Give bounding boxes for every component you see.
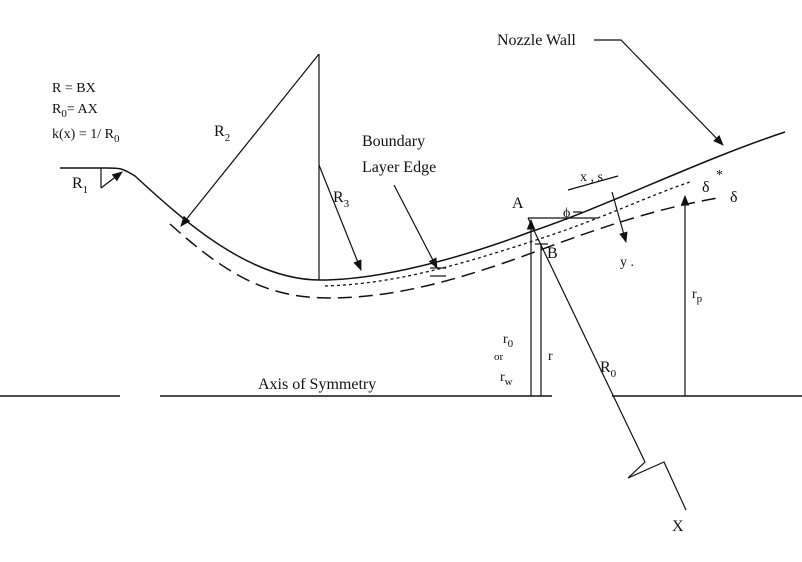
r2-radius-arrow	[180, 53, 320, 227]
x-s-axis-line	[567, 175, 619, 191]
phi-angle-label: ϕ	[563, 206, 570, 221]
y-direction-arrow	[611, 191, 628, 244]
point-x-label: X	[672, 518, 684, 535]
r3-label: R3	[333, 189, 350, 210]
legend-r0-equals-ax: R0= AX	[52, 102, 98, 120]
boundary-layer-label-line2: Layer Edge	[362, 159, 436, 176]
boundary-layer-label-line1: Boundary	[362, 133, 425, 150]
boundary-layer-pointer-arrow	[393, 184, 438, 269]
nozzle-wall-label: Nozzle Wall	[497, 32, 576, 49]
r0-label: R0	[600, 359, 617, 380]
r-label: r	[548, 349, 553, 364]
r1-radius-arrow	[100, 171, 123, 189]
or-label: or	[494, 351, 504, 363]
r0-normal-line	[527, 217, 687, 511]
x-s-label: x , s	[580, 170, 603, 185]
nozzle-wall-line	[60, 131, 786, 281]
star-label: *	[716, 168, 723, 183]
r2-label: R2	[214, 123, 230, 144]
nozzle-wall-leader-arrow	[594, 39, 724, 146]
displacement-thickness-line	[324, 181, 691, 287]
rp-label: rp	[692, 287, 703, 305]
y-label: y .	[620, 255, 634, 270]
r0-or-rw-label: r0	[503, 332, 514, 350]
delta-label: δ	[730, 189, 738, 206]
boundary-layer-edge-line	[169, 197, 719, 299]
rw-label: rw	[500, 370, 513, 388]
r1-label: R1	[72, 175, 88, 196]
delta-star-label: δ	[702, 179, 710, 196]
legend-r-equals-bx: R = BX	[52, 81, 96, 96]
legend-curvature-formula: k(x) = 1/ R0	[52, 127, 120, 145]
r3-radius-arrow	[318, 164, 362, 272]
point-b-label: B	[547, 245, 558, 262]
point-a-label: A	[512, 195, 524, 212]
axis-of-symmetry-label: Axis of Symmetry	[258, 376, 376, 393]
